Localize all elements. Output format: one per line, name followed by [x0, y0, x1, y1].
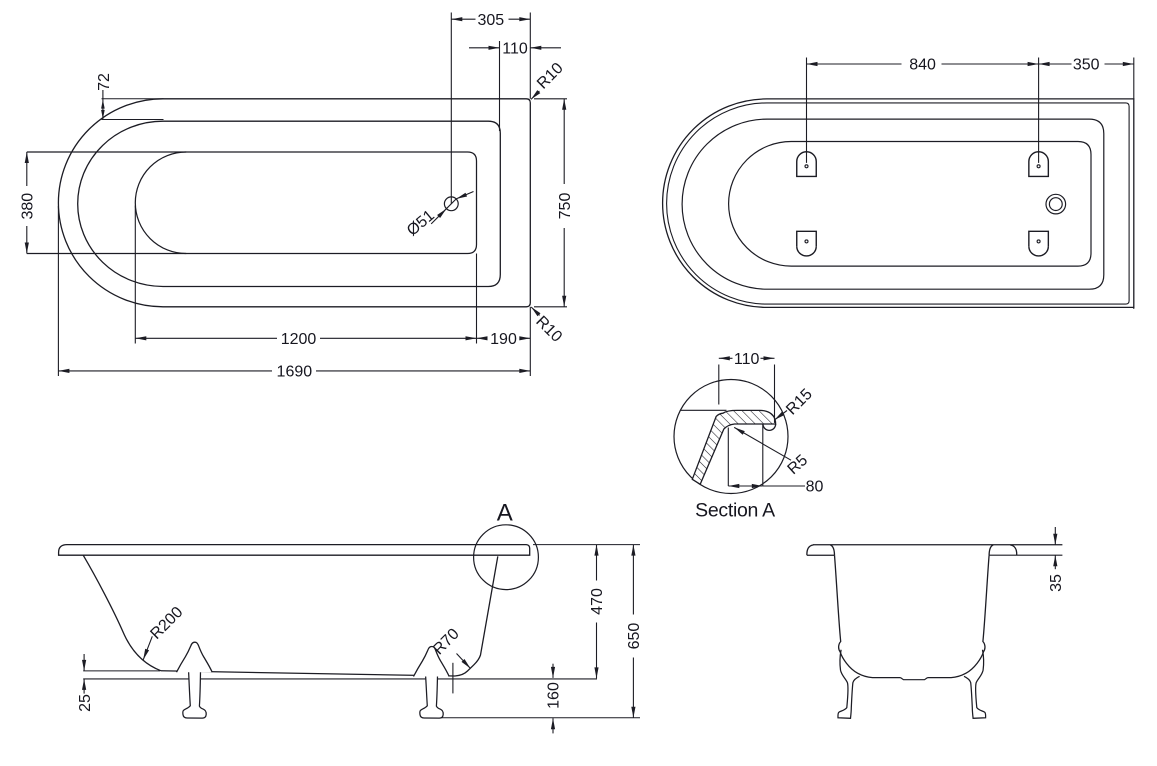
- svg-text:470: 470: [589, 588, 606, 615]
- svg-text:380: 380: [20, 193, 37, 220]
- svg-text:1690: 1690: [277, 364, 313, 381]
- svg-text:110: 110: [734, 351, 760, 368]
- svg-text:110: 110: [502, 41, 528, 58]
- svg-text:1200: 1200: [281, 331, 317, 348]
- svg-text:650: 650: [626, 623, 643, 650]
- svg-text:80: 80: [806, 479, 824, 496]
- svg-text:72: 72: [96, 73, 113, 91]
- svg-text:160: 160: [546, 682, 563, 709]
- svg-text:25: 25: [77, 694, 94, 712]
- svg-text:Section A: Section A: [695, 499, 775, 521]
- svg-text:350: 350: [1073, 57, 1100, 74]
- svg-text:190: 190: [490, 331, 517, 348]
- svg-text:A: A: [497, 500, 513, 527]
- svg-text:840: 840: [909, 57, 936, 74]
- svg-text:305: 305: [477, 12, 504, 29]
- svg-text:35: 35: [1048, 574, 1065, 592]
- svg-text:750: 750: [557, 193, 574, 220]
